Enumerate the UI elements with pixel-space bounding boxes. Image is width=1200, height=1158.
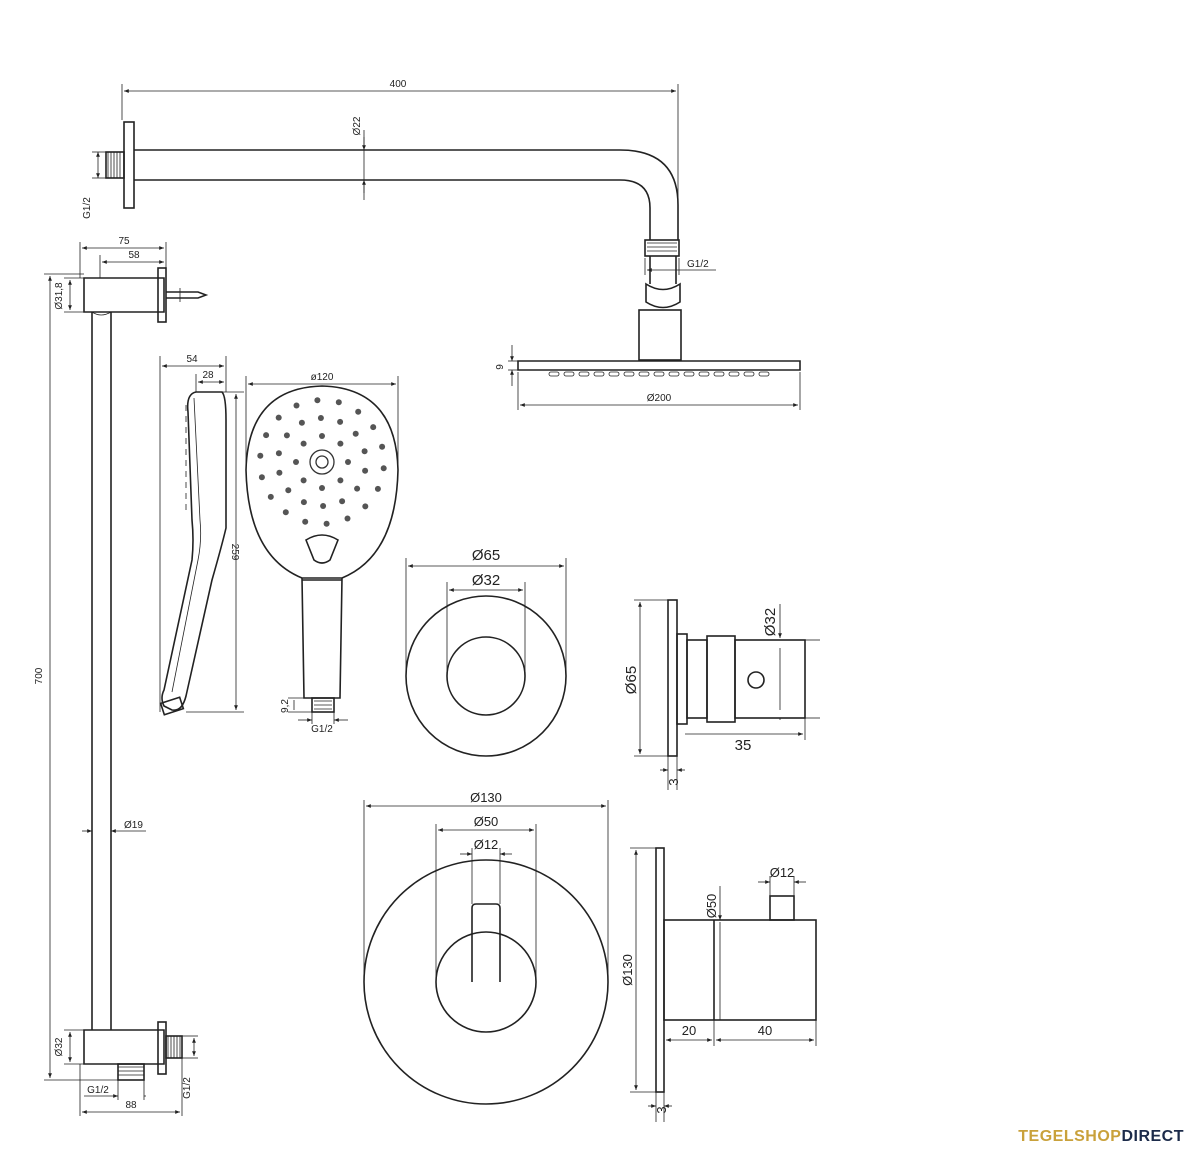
dim-stop-inner: Ø32 (472, 572, 500, 589)
nozzle-hole (352, 430, 359, 437)
nozzle-hole (337, 477, 344, 484)
dim-therm-side-lever: Ø12 (770, 865, 795, 880)
dim-therm-outer: Ø130 (470, 790, 502, 805)
nozzle-hole (379, 443, 386, 450)
dim-therm-side-20: 20 (682, 1023, 696, 1038)
nozzle-hole (362, 503, 369, 510)
dim-therm-side-plate: 3 (654, 1106, 669, 1113)
nozzle-hole (320, 503, 327, 509)
brand-logo: TEGELSHOPDIRECT (1018, 1128, 1184, 1146)
nozzle-hole (323, 520, 330, 527)
dim-head-height: 9 (495, 364, 506, 370)
dim-head-dia: Ø200 (647, 393, 672, 404)
dim-arm-thread-right: G1/2 (687, 259, 709, 270)
dim-hand-conn: 9,2 (280, 699, 291, 713)
nozzle-hole (344, 515, 351, 522)
dim-rail-bottom-thread-right: G1/2 (182, 1077, 193, 1099)
dim-arm-dia: Ø22 (352, 116, 363, 135)
nozzle-hole (380, 465, 387, 472)
nozzle-hole (258, 474, 265, 481)
dim-therm-side-dia: Ø130 (620, 954, 635, 986)
nozzle-hole (298, 419, 305, 426)
nozzle-hole (370, 424, 377, 431)
brand-part2: DIRECT (1121, 1128, 1184, 1145)
nozzle-hole (285, 487, 292, 494)
nozzle-hole (337, 440, 344, 447)
dim-arm-thread-left: G1/2 (82, 197, 93, 219)
stop-valve-side: Ø65 Ø32 35 3 (623, 599, 820, 790)
nozzle-hole (361, 448, 368, 455)
hand-nozzles (257, 397, 387, 527)
nozzle-hole (293, 459, 299, 465)
thermostat-front: Ø130 Ø50 Ø12 (363, 790, 609, 1105)
dim-rail-bottom-dia: Ø32 (54, 1037, 65, 1056)
nozzle-hole (337, 418, 344, 425)
nozzle-hole (374, 485, 381, 492)
dim-hand-thread: G1/2 (311, 724, 333, 735)
nozzle-hole (283, 432, 290, 439)
dim-hand-259: 259 (229, 544, 240, 561)
nozzle-hole (319, 433, 325, 439)
dim-rail-length: 700 (34, 667, 45, 684)
shower-arm: 400 Ø22 G1/2 G1/2 9 Ø200 (82, 79, 801, 410)
arm-wall-flange (123, 121, 135, 209)
nozzle-hole (257, 452, 264, 459)
nozzle-hole (300, 499, 307, 506)
arm-thread-stub (105, 151, 125, 179)
nozzle-hole (317, 415, 324, 421)
nozzle-hole (275, 450, 282, 457)
dim-stop-side-knob: Ø32 (762, 608, 779, 636)
nozzle-hole (302, 518, 309, 525)
nozzle-hole (300, 477, 307, 484)
dim-stop-side-dia: Ø65 (623, 666, 640, 694)
dim-therm-side-40: 40 (758, 1023, 772, 1038)
dim-rail-bottom-88: 88 (125, 1100, 137, 1111)
stop-valve-front: Ø65 Ø32 (405, 547, 567, 757)
thermostat-side: Ø130 Ø50 Ø12 20 40 3 (620, 847, 817, 1122)
nozzle-hole (263, 432, 270, 439)
dim-hand-dia: ø120 (311, 372, 334, 383)
nozzle-hole (314, 397, 321, 404)
rain-shower-head (517, 360, 801, 371)
dim-hand-28: 28 (202, 370, 214, 381)
dim-stop-side-plate: 3 (666, 778, 681, 785)
nozzle-hole (267, 493, 274, 500)
hand-shower-front: ø120 9,2 G1/2 (245, 372, 399, 735)
dim-rail-dia: Ø19 (124, 820, 143, 831)
dim-therm-inner: Ø12 (474, 837, 499, 852)
dim-therm-side-body: Ø50 (704, 894, 719, 919)
nozzle-row (548, 371, 770, 377)
slide-rail: 75 58 Ø31,8 700 Ø19 Ø32 G1/2 88 (34, 236, 209, 1116)
nozzle-hole (335, 399, 342, 406)
brand-part1: TEGELSHOP (1018, 1128, 1122, 1145)
hand-shower-side: 54 28 259 (159, 354, 244, 716)
nozzle-hole (300, 440, 307, 447)
dim-stop-side-depth: 35 (735, 737, 752, 754)
nozzle-hole (282, 509, 289, 516)
nozzle-hole (354, 485, 361, 492)
dim-rail-bottom-thread-left: G1/2 (87, 1085, 109, 1096)
nozzle-hole (355, 408, 362, 415)
nozzle-hole (276, 469, 283, 476)
dim-hand-54: 54 (186, 354, 198, 365)
nozzle-hole (362, 467, 369, 474)
nozzle-hole (345, 459, 351, 465)
nozzle-hole (275, 414, 282, 421)
dim-stop-outer: Ø65 (472, 547, 500, 564)
dim-rail-top-58: 58 (128, 250, 140, 261)
dim-therm-mid: Ø50 (474, 814, 499, 829)
nozzle-hole (293, 402, 300, 409)
dim-rail-top-75: 75 (118, 236, 130, 247)
dim-rail-top-dia: Ø31,8 (54, 282, 65, 310)
nozzle-hole (319, 485, 325, 491)
dim-arm-length: 400 (390, 79, 407, 90)
nozzle-hole (339, 498, 346, 505)
